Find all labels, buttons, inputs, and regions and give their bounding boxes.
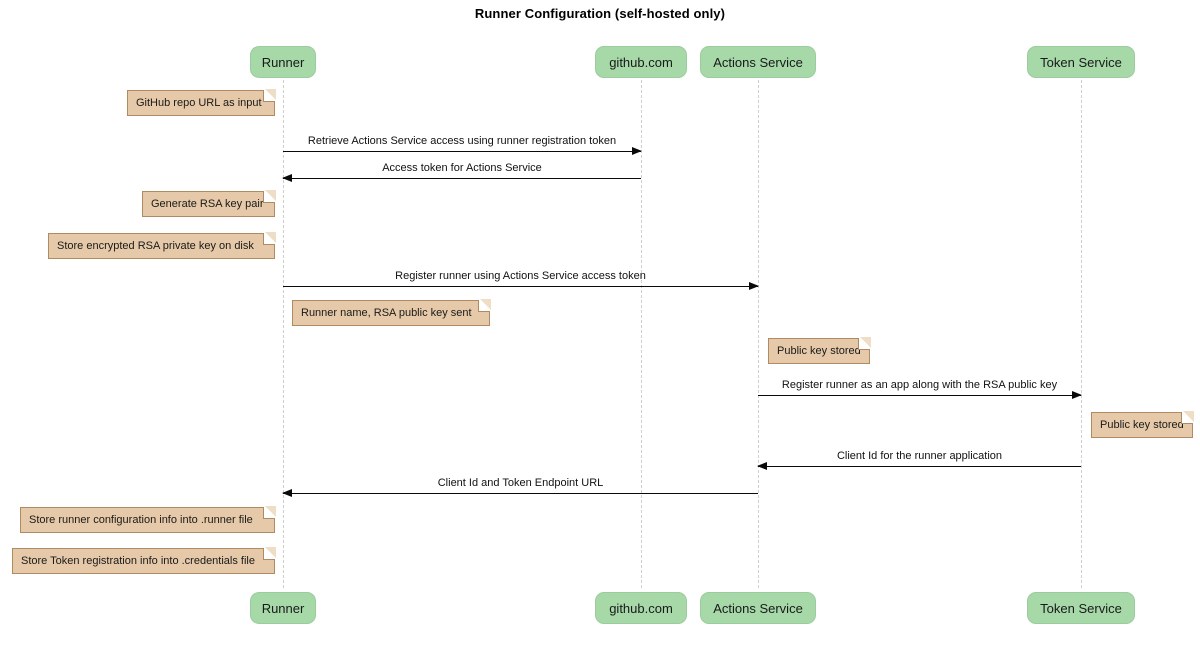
lifeline-token-service [1081,80,1082,588]
message-label: Register runner as an app along with the… [781,379,1058,391]
participant-actions-service-bottom[interactable]: Actions Service [700,592,816,624]
note-text: Generate RSA key pair [151,197,264,210]
participant-github-bottom[interactable]: github.com [595,592,687,624]
note-text: GitHub repo URL as input [136,96,262,109]
message-line [283,151,641,152]
note-text: Public key stored [1100,418,1184,431]
note-text: Store Token registration info into .cred… [21,554,255,567]
note-public-key-stored-token: Public key stored [1091,411,1194,438]
note-fold-corner-icon [478,299,491,312]
participant-label: Token Service [1040,54,1122,70]
arrowhead-right-icon [632,146,642,155]
note-text: Public key stored [777,344,861,357]
note-fold-corner-icon [263,506,276,519]
participant-label: Token Service [1040,600,1122,616]
message-label: Retrieve Actions Service access using ru… [307,135,617,147]
participant-label: Runner [261,54,305,70]
message-line [758,395,1081,396]
page-title: Runner Configuration (self-hosted only) [474,6,726,21]
lifeline-actions-service [758,80,759,588]
arrowhead-left-icon [282,173,292,182]
message-label: Client Id for the runner application [836,450,1003,462]
note-store-encrypted-rsa-private-key: Store encrypted RSA private key on disk [48,232,276,259]
participant-runner-bottom[interactable]: Runner [250,592,316,624]
message-line [283,286,758,287]
note-fold-corner-icon [263,190,276,203]
note-public-key-stored-actions: Public key stored [768,337,871,364]
note-generate-rsa-key-pair: Generate RSA key pair [142,190,276,217]
participant-runner-top[interactable]: Runner [250,46,316,78]
arrowhead-right-icon [749,281,759,290]
note-store-token-registration: Store Token registration info into .cred… [12,547,276,574]
note-fold-corner-icon [263,232,276,245]
participant-label: github.com [609,600,673,616]
arrowhead-right-icon [1072,390,1082,399]
note-store-runner-configuration: Store runner configuration info into .ru… [20,506,276,533]
participant-actions-service-top[interactable]: Actions Service [700,46,816,78]
participant-label: github.com [609,54,673,70]
note-runner-name-rsa-public-key-sent: Runner name, RSA public key sent [292,299,491,326]
note-fold-corner-icon [1181,411,1194,424]
lifeline-runner [283,80,284,588]
lifeline-github [641,80,642,588]
message-label: Client Id and Token Endpoint URL [437,477,604,489]
note-text: Store runner configuration info into .ru… [29,513,253,526]
message-label: Register runner using Actions Service ac… [395,270,646,282]
message-line [283,493,758,494]
note-fold-corner-icon [263,547,276,560]
note-text: Runner name, RSA public key sent [301,306,472,319]
note-text: Store encrypted RSA private key on disk [57,239,254,252]
message-line [758,466,1081,467]
message-line [283,178,641,179]
message-label: Access token for Actions Service [382,162,542,174]
participant-token-service-top[interactable]: Token Service [1027,46,1135,78]
participant-token-service-bottom[interactable]: Token Service [1027,592,1135,624]
participant-label: Actions Service [713,54,803,70]
participant-github-top[interactable]: github.com [595,46,687,78]
note-fold-corner-icon [263,89,276,102]
note-fold-corner-icon [858,337,871,350]
participant-label: Runner [261,600,305,616]
arrowhead-left-icon [757,461,767,470]
note-github-repo-url: GitHub repo URL as input [127,89,276,116]
participant-label: Actions Service [713,600,803,616]
arrowhead-left-icon [282,488,292,497]
